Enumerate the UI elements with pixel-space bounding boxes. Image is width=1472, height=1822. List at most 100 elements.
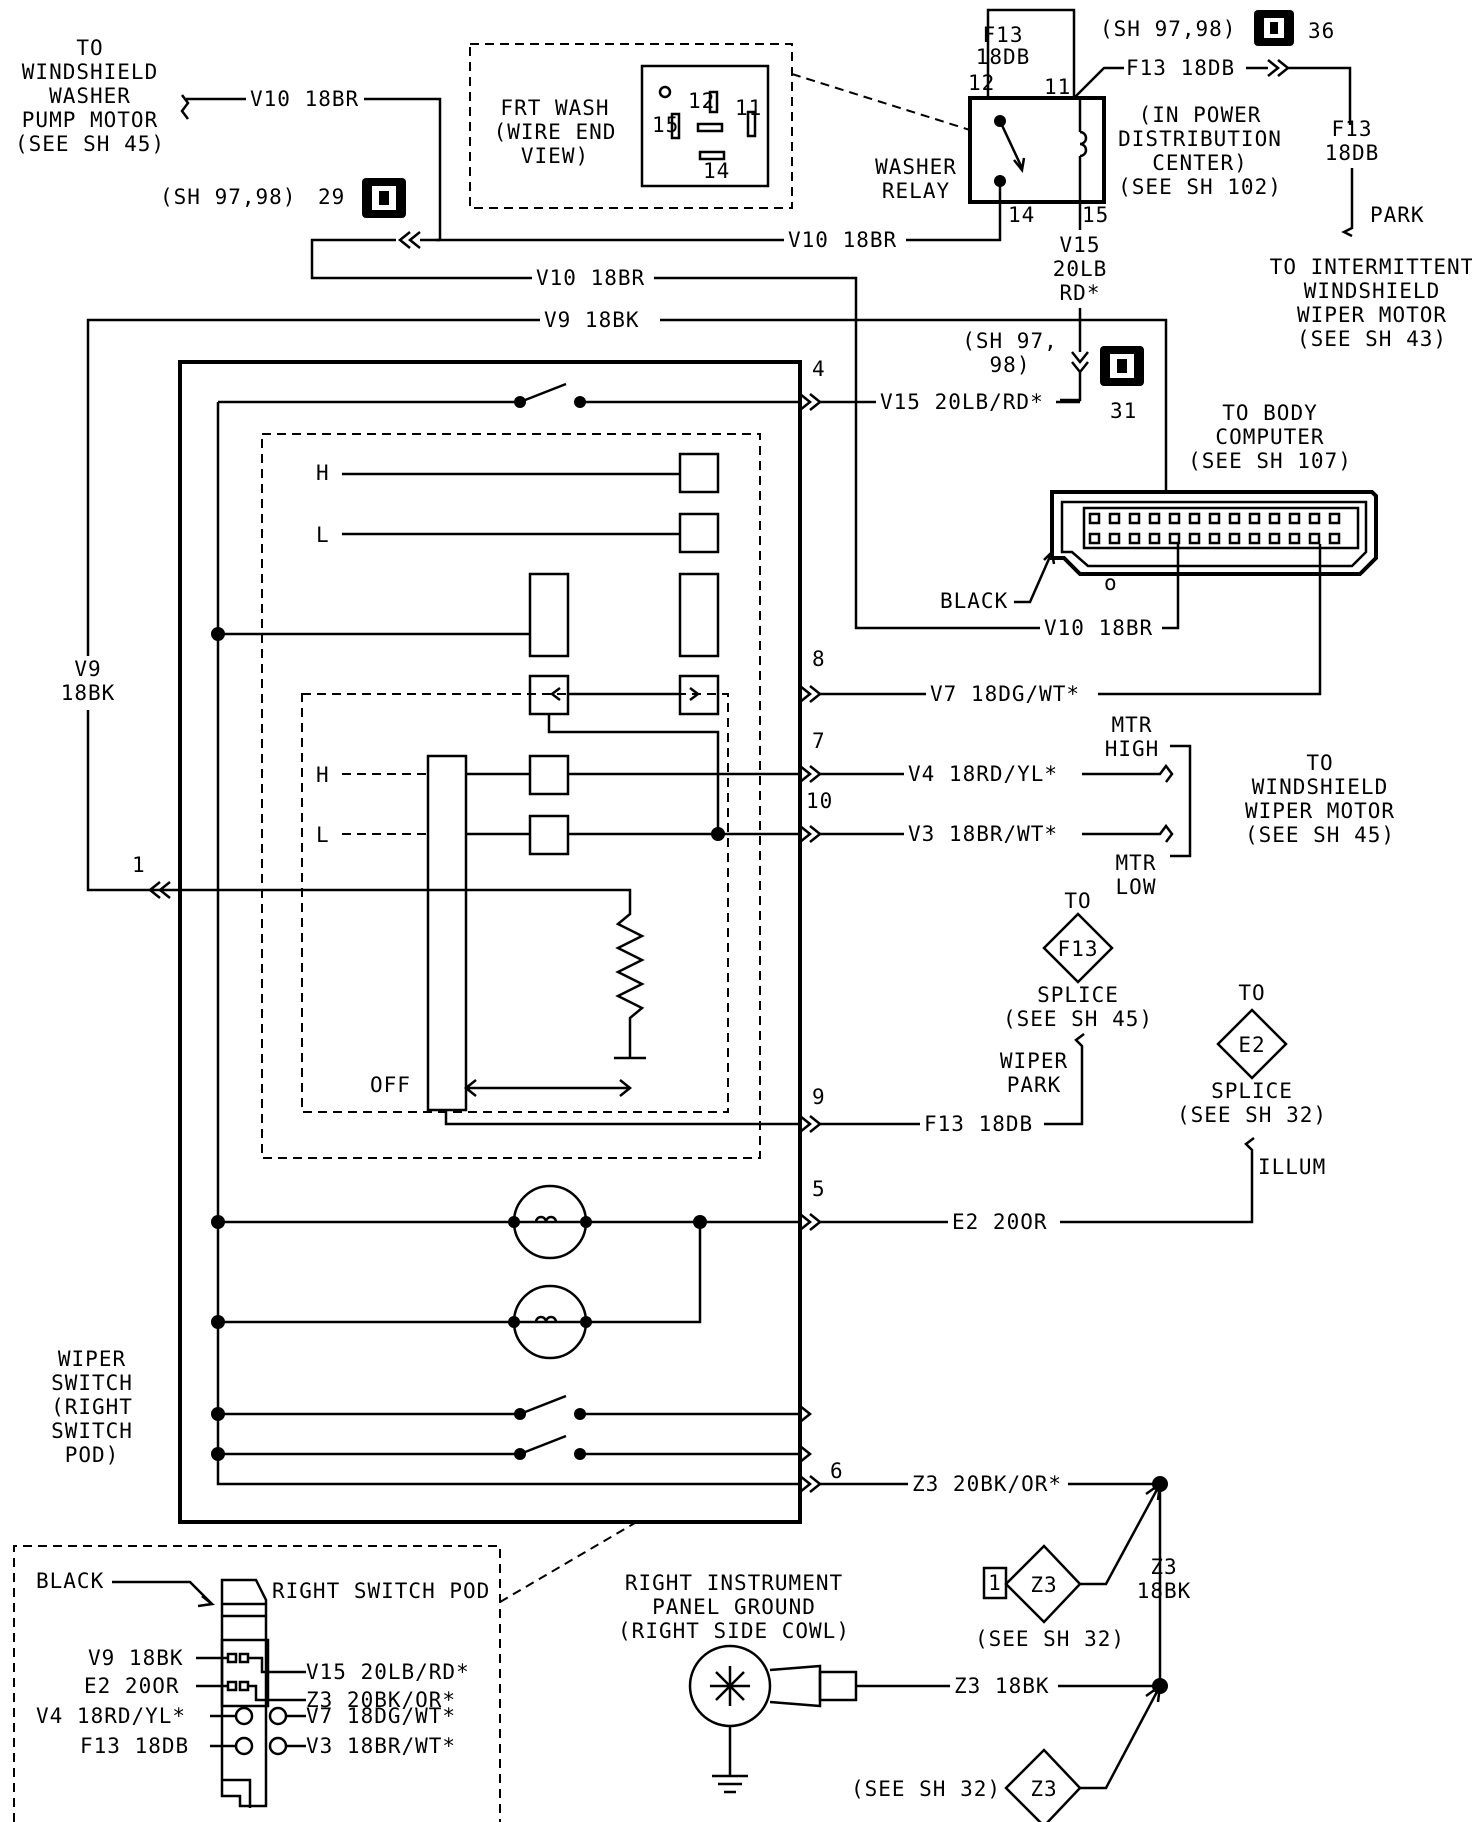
v3-wire bbox=[820, 823, 1174, 843]
svg-text:WASHER: WASHER bbox=[49, 84, 131, 108]
svg-text:MTR: MTR bbox=[1112, 713, 1153, 737]
svg-text:TO: TO bbox=[1064, 889, 1091, 913]
black-leader bbox=[1014, 549, 1056, 604]
washer-pump-wire bbox=[180, 94, 442, 240]
connector-31: (SH 97, 98) 31 bbox=[962, 329, 1144, 423]
svg-text:36: 36 bbox=[1308, 19, 1335, 43]
svg-text:Z3: Z3 bbox=[1150, 1555, 1177, 1579]
svg-text:TO: TO bbox=[1238, 981, 1265, 1005]
v10-bottom-label: V10 18BR bbox=[1044, 616, 1153, 640]
v4-wire bbox=[820, 763, 1174, 783]
svg-text:L: L bbox=[316, 823, 330, 847]
pdc-note: (IN POWER DISTRIBUTION CENTER) (SEE SH 1… bbox=[1118, 103, 1281, 199]
svg-text:WASHER: WASHER bbox=[875, 155, 957, 179]
body-computer-pin bbox=[1208, 532, 1221, 545]
v10-relay-label: V10 18BR bbox=[788, 228, 897, 252]
pin1-connector bbox=[147, 881, 171, 899]
body-computer-pin bbox=[1108, 512, 1121, 525]
svg-text:5: 5 bbox=[812, 1177, 826, 1201]
svg-text:VIEW): VIEW) bbox=[521, 144, 589, 168]
svg-text:RD*: RD* bbox=[1060, 281, 1101, 305]
e2-label: E2 20OR bbox=[952, 1210, 1048, 1234]
ground-symbol bbox=[688, 1644, 1160, 1794]
switch-pin-numbers: 4 8 7 10 1 9 5 6 bbox=[132, 357, 844, 1483]
v9-label: V9 18BK bbox=[544, 308, 640, 332]
body-computer-pin bbox=[1188, 512, 1201, 525]
svg-text:(RIGHT SIDE COWL): (RIGHT SIDE COWL) bbox=[618, 1619, 850, 1643]
v3-label: V3 18BR/WT* bbox=[908, 822, 1058, 846]
relay-out-label: F13 18DB bbox=[1126, 56, 1235, 80]
svg-text:CENTER): CENTER) bbox=[1152, 151, 1248, 175]
svg-text:12: 12 bbox=[968, 71, 995, 95]
svg-text:SPLICE: SPLICE bbox=[1037, 983, 1119, 1007]
washer-pump-label: TO WINDSHIELD WASHER PUMP MOTOR (SEE SH … bbox=[15, 36, 165, 156]
body-computer-pin bbox=[1228, 532, 1241, 545]
svg-text:F13 18DB: F13 18DB bbox=[80, 1734, 189, 1758]
z3-ground-label: Z3 18BK bbox=[954, 1674, 1050, 1698]
svg-text:(SEE SH 45): (SEE SH 45) bbox=[15, 132, 165, 156]
svg-text:7: 7 bbox=[812, 729, 826, 753]
svg-text:RIGHT INSTRUMENT: RIGHT INSTRUMENT bbox=[625, 1571, 843, 1595]
svg-text:31: 31 bbox=[1110, 399, 1137, 423]
intermittent-wiper: F13 18DB PARK TO INTERMITTENT WINDSHIELD… bbox=[1270, 117, 1472, 351]
svg-text:18DB: 18DB bbox=[976, 45, 1031, 69]
svg-text:WINDSHIELD: WINDSHIELD bbox=[1252, 775, 1388, 799]
f13-wire bbox=[820, 1033, 1085, 1126]
body-computer-pin bbox=[1168, 512, 1181, 525]
svg-text:(SEE SH 32): (SEE SH 32) bbox=[975, 1627, 1125, 1651]
svg-text:E2: E2 bbox=[1238, 1033, 1265, 1057]
svg-text:(SH 97,98): (SH 97,98) bbox=[1100, 17, 1236, 41]
svg-text:Z3: Z3 bbox=[1030, 1777, 1057, 1801]
svg-text:WINDSHIELD: WINDSHIELD bbox=[1304, 279, 1440, 303]
v10-relay-wire bbox=[436, 181, 1002, 242]
svg-text:E2 20OR: E2 20OR bbox=[84, 1674, 180, 1698]
svg-text:F13: F13 bbox=[1332, 117, 1373, 141]
svg-text:18DB: 18DB bbox=[1325, 141, 1380, 165]
body-computer-pin bbox=[1108, 532, 1121, 545]
svg-text:ILLUM: ILLUM bbox=[1258, 1155, 1326, 1179]
svg-text:OFF: OFF bbox=[370, 1073, 411, 1097]
splice-f13: TO F13 SPLICE (SEE SH 45) WIPER PARK bbox=[1000, 889, 1152, 1097]
svg-text:20LB: 20LB bbox=[1053, 257, 1108, 281]
splice-e2: TO E2 SPLICE (SEE SH 32) ILLUM bbox=[1177, 981, 1326, 1179]
svg-text:SPLICE: SPLICE bbox=[1211, 1079, 1293, 1103]
svg-text:6: 6 bbox=[830, 1459, 844, 1483]
svg-text:(SEE SH 107): (SEE SH 107) bbox=[1188, 449, 1352, 473]
svg-text:FRT WASH: FRT WASH bbox=[500, 96, 609, 120]
body-computer-pin bbox=[1168, 532, 1181, 545]
svg-text:1: 1 bbox=[132, 853, 146, 877]
v15-output-label: V15 20LB/RD* bbox=[880, 390, 1044, 414]
relay-out-connector bbox=[1267, 59, 1352, 125]
svg-text:V15: V15 bbox=[1060, 233, 1101, 257]
black-label: BLACK bbox=[940, 589, 1008, 613]
body-computer-pin bbox=[1128, 532, 1141, 545]
body-computer-pin bbox=[1248, 532, 1261, 545]
svg-text:V7 18DG/WT*: V7 18DG/WT* bbox=[306, 1704, 456, 1728]
svg-text:F13: F13 bbox=[983, 23, 1024, 47]
svg-text:(WIRE END: (WIRE END bbox=[494, 120, 617, 144]
body-computer-pin bbox=[1208, 512, 1221, 525]
splice-z3-bottom: Z3 (SEE SH 32) bbox=[851, 1748, 1082, 1822]
svg-text:Z3 20BK/OR*: Z3 20BK/OR* bbox=[306, 1688, 456, 1712]
svg-text:(SEE SH 32): (SEE SH 32) bbox=[851, 1777, 1001, 1801]
v15-relay-wire: V15 20LB RD* bbox=[1053, 202, 1108, 402]
svg-text:COMPUTER: COMPUTER bbox=[1215, 425, 1324, 449]
body-computer-pin bbox=[1288, 512, 1301, 525]
svg-text:WIPER: WIPER bbox=[1000, 1049, 1068, 1073]
washer-relay: 12 11 14 15 WASHER RELAY bbox=[875, 71, 1108, 227]
connector-29: (SH 97,98) 29 bbox=[160, 178, 406, 218]
svg-text:HIGH: HIGH bbox=[1105, 737, 1160, 761]
svg-text:(SEE SH 43): (SEE SH 43) bbox=[1297, 327, 1447, 351]
frt-wash-leader bbox=[791, 73, 971, 131]
body-computer-pin bbox=[1148, 532, 1161, 545]
splice-z3-top: 1 Z3 (SEE SH 32) bbox=[975, 1544, 1125, 1651]
body-computer-pin bbox=[1088, 532, 1101, 545]
svg-text:L: L bbox=[316, 523, 330, 547]
body-computer-pin bbox=[1248, 512, 1261, 525]
svg-text:PANEL GROUND: PANEL GROUND bbox=[652, 1595, 816, 1619]
body-computer-pin bbox=[1308, 532, 1321, 545]
svg-text:TO: TO bbox=[76, 36, 103, 60]
svg-text:RIGHT SWITCH POD: RIGHT SWITCH POD bbox=[272, 1579, 490, 1603]
body-computer-pin bbox=[1268, 512, 1281, 525]
v9-side-label-2: 18BK bbox=[61, 681, 116, 705]
